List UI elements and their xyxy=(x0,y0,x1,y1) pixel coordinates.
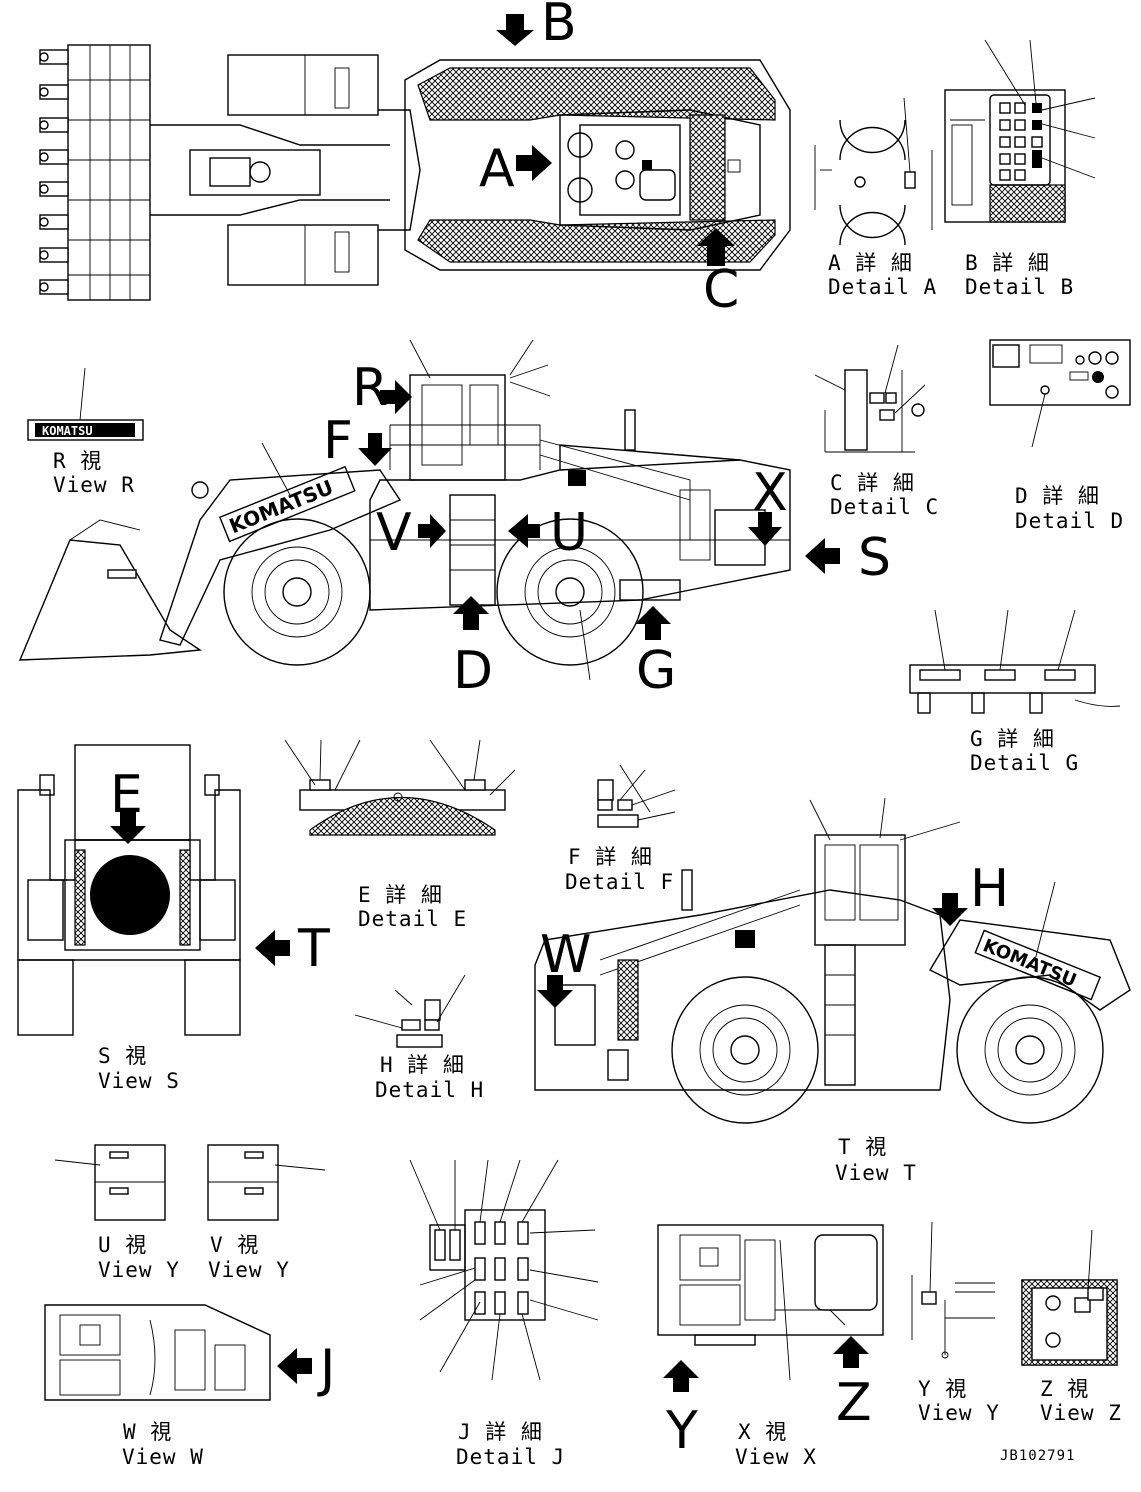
detail-b: B 詳 細 Detail B xyxy=(944,39,1096,299)
label-d: D xyxy=(453,641,493,701)
detail-j-caption-en: Detail J xyxy=(456,1445,565,1469)
label-f: F xyxy=(323,411,353,471)
view-w-caption-jp: W 視 xyxy=(123,1420,172,1444)
detail-a: A 詳 細 Detail A xyxy=(814,97,937,299)
arrow-c-icon xyxy=(697,228,735,266)
arrow-a-icon xyxy=(516,145,552,181)
label-a: A xyxy=(479,139,515,199)
view-r-caption-en: View R xyxy=(53,473,135,497)
detail-c-caption-en: Detail C xyxy=(830,495,939,519)
view-t-caption-en: View T xyxy=(835,1161,917,1185)
label-g: G xyxy=(636,641,676,701)
view-u-caption-jp: U 視 xyxy=(98,1233,147,1257)
label-b: B xyxy=(541,0,577,53)
detail-a-caption-en: Detail A xyxy=(828,275,937,299)
detail-e-caption-en: Detail E xyxy=(358,907,467,931)
view-x: Y Z X 視 View X xyxy=(657,1224,884,1469)
arrow-j-icon xyxy=(277,1348,312,1384)
detail-h: H 詳 細 Detail H xyxy=(354,974,484,1102)
view-y-caption-jp: Y 視 xyxy=(918,1377,967,1401)
arrow-f-icon xyxy=(358,433,392,466)
detail-f-caption-en: Detail F xyxy=(565,870,674,894)
label-s: S xyxy=(858,528,891,588)
view-s-caption-en: View S xyxy=(98,1069,180,1093)
detail-c: C 詳 細 Detail C xyxy=(814,344,939,519)
view-v: V 視 View Y xyxy=(207,1144,326,1282)
label-c: C xyxy=(703,260,739,320)
view-u: U 視 View Y xyxy=(54,1144,180,1282)
label-w: W xyxy=(540,925,591,985)
detail-d-caption-jp: D 詳 細 xyxy=(1015,484,1100,508)
detail-j: J 詳 細 Detail J xyxy=(409,1159,599,1469)
view-z-caption-en: View Z xyxy=(1040,1401,1122,1425)
view-y-caption-en: View Y xyxy=(918,1401,1000,1425)
label-x: X xyxy=(752,463,788,523)
arrow-v-icon xyxy=(418,514,446,548)
detail-j-caption-jp: J 詳 細 xyxy=(458,1420,543,1444)
arrow-r-icon xyxy=(380,380,412,414)
label-y: Y xyxy=(665,1401,698,1461)
detail-b-caption-en: Detail B xyxy=(965,275,1074,299)
side-left-brand: KOMATSU xyxy=(226,475,337,538)
view-r: KOMATSU R 視 View R xyxy=(27,367,144,497)
bucket-teeth xyxy=(39,49,69,295)
arrow-h-icon xyxy=(932,893,968,926)
view-u-caption-en: View Y xyxy=(98,1258,180,1282)
label-v: V xyxy=(376,503,412,563)
detail-f-caption-jp: F 詳 細 xyxy=(568,845,653,869)
view-r-caption-jp: R 視 xyxy=(53,449,102,473)
detail-f: F 詳 細 Detail F xyxy=(565,764,676,894)
label-h: H xyxy=(970,859,1009,919)
detail-g-caption-en: Detail G xyxy=(970,751,1079,775)
label-z: Z xyxy=(836,1373,872,1433)
arrow-x-icon xyxy=(748,512,782,546)
arrow-s-icon xyxy=(805,538,840,574)
side-view-left: KOMATSU xyxy=(18,339,891,701)
view-v-caption-en: View Y xyxy=(208,1258,290,1282)
label-u: U xyxy=(550,503,588,563)
detail-g-caption-jp: G 詳 細 xyxy=(970,727,1055,751)
view-x-caption-jp: X 視 xyxy=(738,1420,787,1444)
detail-g: G 詳 細 Detail G xyxy=(909,609,1121,775)
arrow-y-icon xyxy=(663,1360,699,1392)
detail-e: E 詳 細 Detail E xyxy=(284,739,516,931)
view-s-caption-jp: S 視 xyxy=(98,1044,147,1068)
view-w: J W 視 View W xyxy=(44,1304,335,1469)
view-z-caption-jp: Z 視 xyxy=(1040,1377,1089,1401)
detail-e-caption-jp: E 詳 細 xyxy=(358,883,443,907)
detail-c-caption-jp: C 詳 細 xyxy=(830,471,915,495)
arrow-b-icon xyxy=(496,14,534,46)
view-x-caption-en: View X xyxy=(735,1445,817,1469)
detail-a-caption-jp: A 詳 細 xyxy=(828,251,913,275)
label-t: T xyxy=(297,919,330,979)
detail-d: D 詳 細 Detail D xyxy=(989,339,1131,533)
top-view: B A C xyxy=(39,0,791,320)
view-s: E T S 視 View S xyxy=(17,744,330,1093)
detail-b-caption-jp: B 詳 細 xyxy=(965,251,1050,275)
arrow-t-icon xyxy=(255,930,290,966)
view-v-caption-jp: V 視 xyxy=(210,1233,259,1257)
detail-h-caption-jp: H 詳 細 xyxy=(380,1053,465,1077)
view-t-caption-jp: T 視 xyxy=(838,1135,887,1159)
arrow-w-icon xyxy=(537,975,573,1008)
view-w-caption-en: View W xyxy=(122,1445,204,1469)
view-r-brand: KOMATSU xyxy=(42,424,93,438)
arrow-d-icon xyxy=(453,596,489,630)
view-y: Y 視 View Y xyxy=(911,1221,1000,1425)
label-r: R xyxy=(352,358,388,418)
detail-d-caption-en: Detail D xyxy=(1015,509,1124,533)
drawing-number: JB102791 xyxy=(1000,1448,1075,1464)
label-j: J xyxy=(317,1339,335,1399)
detail-h-caption-en: Detail H xyxy=(375,1078,484,1102)
arrow-g-icon xyxy=(635,606,671,640)
arrow-e-icon xyxy=(110,810,146,844)
arrow-u-icon xyxy=(508,514,540,548)
arrow-z-icon xyxy=(833,1336,869,1368)
label-e: E xyxy=(110,765,143,825)
view-z: Z 視 View Z xyxy=(1021,1229,1122,1425)
